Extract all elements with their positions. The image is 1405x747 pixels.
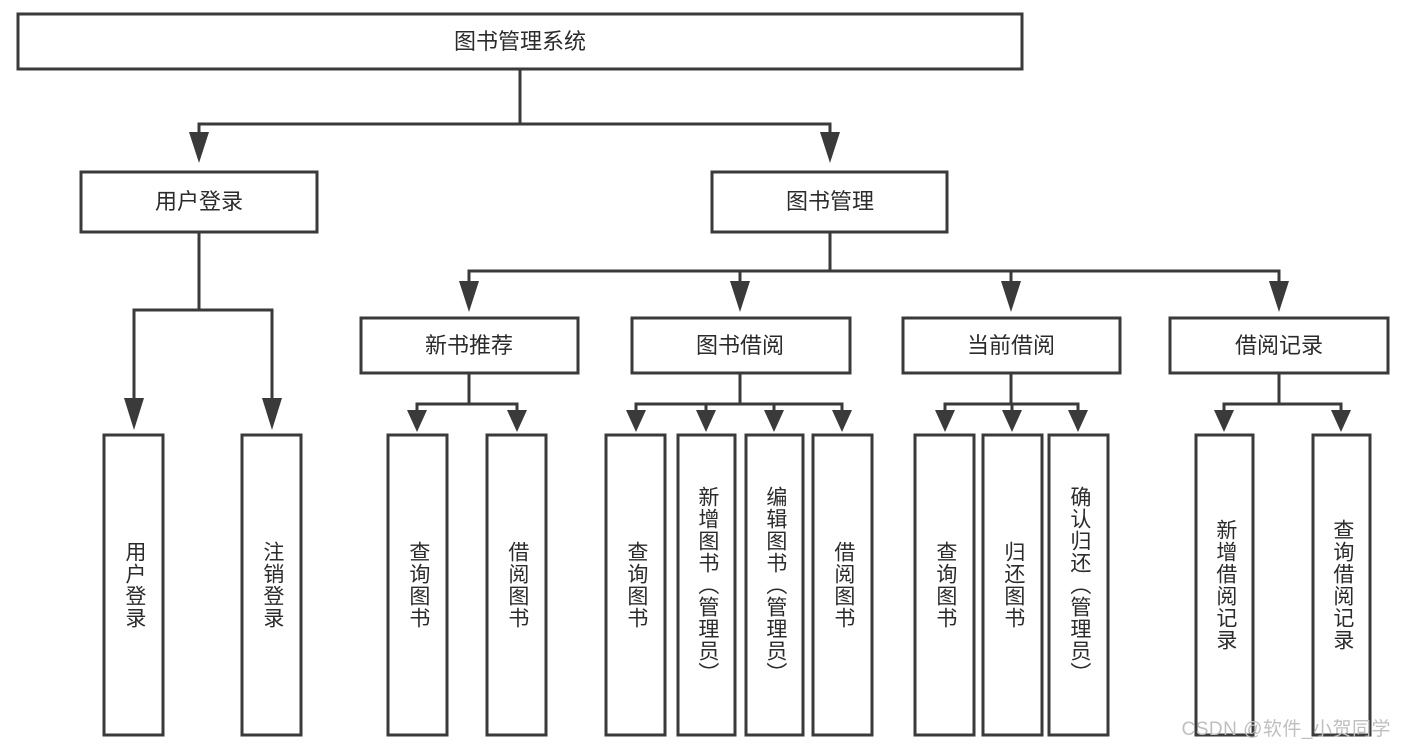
node-box-leaf-borrow-book[interactable] — [811, 433, 874, 737]
node-group-current-borrow: 当前借阅 — [901, 316, 1122, 375]
arrow-head-leaf-query-record — [1331, 410, 1351, 432]
node-box-leaf-user-login[interactable] — [102, 433, 165, 737]
node-box-borrow-record[interactable] — [1168, 316, 1390, 375]
node-box-leaf-confirm-return[interactable] — [1047, 433, 1110, 737]
connector-group-borrow-record — [1214, 371, 1351, 432]
connector-group-user-login — [124, 230, 282, 430]
node-label-new-book-rec: 新书推荐 — [425, 333, 513, 358]
arrow-head-leaf-user-login — [124, 398, 144, 430]
arrow-head-leaf-query-book-borrow — [626, 410, 646, 432]
node-group-book-borrow: 图书借阅 — [630, 316, 852, 375]
connector-group-book-borrow — [626, 371, 852, 432]
leaf-box-group — [102, 433, 1372, 737]
node-label-root: 图书管理系统 — [454, 29, 586, 54]
node-group-borrow-record: 借阅记录 — [1168, 316, 1390, 375]
node-label-borrow-record: 借阅记录 — [1235, 333, 1323, 358]
arrow-head-leaf-add-record — [1214, 410, 1234, 432]
arrow-head-leaf-logout — [262, 398, 282, 430]
arrow-head-leaf-borrow-book-rec — [507, 410, 527, 432]
node-group-book-manage: 图书管理 — [710, 170, 949, 234]
node-box-user-login[interactable] — [79, 170, 319, 234]
node-box-leaf-add-record[interactable] — [1194, 433, 1255, 737]
node-box-leaf-query-book-current[interactable] — [913, 433, 976, 737]
node-group-root: 图书管理系统 — [16, 12, 1024, 71]
arrow-head-leaf-confirm-return — [1068, 410, 1088, 432]
connector-group-book-manage — [459, 230, 1289, 312]
node-box-book-manage[interactable] — [710, 170, 949, 234]
arrow-head-leaf-add-book — [696, 410, 716, 432]
node-box-leaf-query-book-rec[interactable] — [386, 433, 449, 737]
connector-group-root — [189, 67, 840, 163]
arrow-head-book-manage — [820, 132, 840, 163]
node-label-book-borrow: 图书借阅 — [696, 333, 784, 358]
connector-group-new-book-rec — [407, 371, 527, 432]
node-label-book-manage: 图书管理 — [786, 189, 874, 214]
arrow-head-borrow-record — [1269, 281, 1289, 312]
arrow-head-user-login — [189, 132, 209, 163]
node-label-user-login: 用户登录 — [155, 189, 243, 214]
arrow-head-leaf-borrow-book — [832, 410, 852, 432]
arrow-head-current-borrow — [1001, 281, 1021, 312]
node-box-leaf-edit-book[interactable] — [744, 433, 805, 737]
arrow-head-new-book-rec — [459, 281, 479, 312]
arrow-head-leaf-edit-book — [764, 410, 784, 432]
node-label-current-borrow: 当前借阅 — [967, 333, 1055, 358]
node-box-leaf-logout[interactable] — [240, 433, 303, 737]
node-group-new-book-rec: 新书推荐 — [359, 316, 580, 375]
arrow-head-leaf-query-book-current — [935, 410, 955, 432]
arrow-head-book-borrow — [730, 281, 750, 312]
csdn-watermark: CSDN @软件_小贺同学 — [1181, 719, 1391, 740]
connector-group-current-borrow — [935, 371, 1088, 432]
node-box-root[interactable] — [16, 12, 1024, 71]
node-box-book-borrow[interactable] — [630, 316, 852, 375]
arrow-head-leaf-return-book — [1002, 410, 1022, 432]
node-box-leaf-borrow-book-rec[interactable] — [485, 433, 548, 737]
node-box-current-borrow[interactable] — [901, 316, 1122, 375]
node-box-leaf-return-book[interactable] — [981, 433, 1044, 737]
node-box-leaf-add-book[interactable] — [676, 433, 737, 737]
node-box-leaf-query-record[interactable] — [1311, 433, 1372, 737]
node-group-user-login: 用户登录 — [79, 170, 319, 234]
arrow-head-leaf-query-book-rec — [407, 410, 427, 432]
node-box-leaf-query-book-borrow[interactable] — [604, 433, 667, 737]
node-box-new-book-rec[interactable] — [359, 316, 580, 375]
